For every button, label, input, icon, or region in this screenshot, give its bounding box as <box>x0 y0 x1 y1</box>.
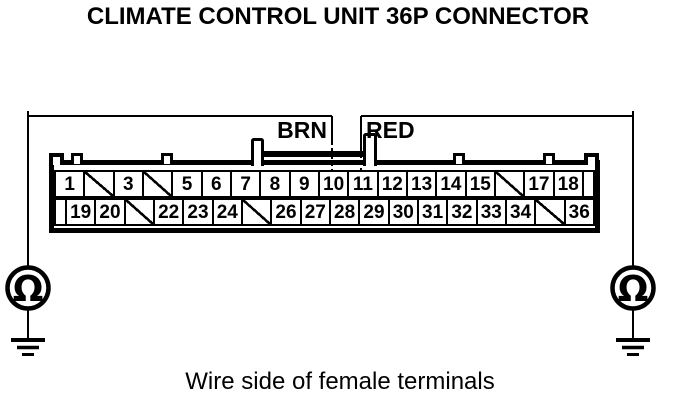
filler-cell <box>581 170 595 198</box>
pin-cell-23: 23 <box>182 198 214 226</box>
diagram-title: CLIMATE CONTROL UNIT 36P CONNECTOR <box>86 3 590 30</box>
pin-cell-33: 33 <box>475 198 507 226</box>
pin-cell-5: 5 <box>171 170 203 198</box>
pin-cell-3: 3 <box>112 170 144 198</box>
pin-cell-31: 31 <box>416 198 449 226</box>
pin-cell-24: 24 <box>211 198 243 226</box>
ohm-symbol: Ω <box>618 269 649 310</box>
pin-cell-27: 27 <box>299 198 331 226</box>
pin-cell-7: 7 <box>229 170 262 198</box>
wire-label-brn: BRN <box>277 117 327 143</box>
pin-cell-unused <box>123 198 155 226</box>
ohm-symbol: Ω <box>13 269 44 310</box>
ohmmeter-right-icon <box>610 265 656 311</box>
wire-label-red: RED <box>366 117 415 143</box>
pin-cell-13: 13 <box>405 170 438 198</box>
pin-cell-22: 22 <box>152 198 185 226</box>
pin-cell-15: 15 <box>464 170 496 198</box>
pin-cell-36: 36 <box>563 198 595 226</box>
pin-cell-11: 11 <box>347 170 379 198</box>
housing-bump-icon <box>71 153 83 164</box>
pin-cell-14: 14 <box>435 170 467 198</box>
ground-icon-right <box>616 338 650 356</box>
pin-cell-26: 26 <box>270 198 302 226</box>
pin-cell-unused <box>534 198 566 226</box>
ground-icon-left <box>11 338 45 356</box>
pin-cell-34: 34 <box>504 198 537 226</box>
pin-cell-17: 17 <box>523 170 555 198</box>
pin-cell-12: 12 <box>376 170 408 198</box>
pin-cell-1: 1 <box>54 170 86 198</box>
pin-cell-9: 9 <box>288 170 320 198</box>
pin-cell-unused <box>493 170 526 198</box>
pin-cell-20: 20 <box>94 198 126 226</box>
ohmmeter-left-icon <box>5 265 51 311</box>
housing-bump-icon <box>453 153 465 164</box>
housing-latch-bar <box>262 151 365 157</box>
housing-bump-icon <box>543 153 555 164</box>
pin-cell-32: 32 <box>446 198 478 226</box>
pin-cell-29: 29 <box>358 198 390 226</box>
housing-corner-notch-icon <box>584 153 599 165</box>
pin-cell-unused <box>83 170 115 198</box>
pin-cell-unused <box>141 170 174 198</box>
housing-post-icon <box>251 138 264 166</box>
pin-cell-unused <box>240 198 273 226</box>
pin-cell-28: 28 <box>328 198 361 226</box>
housing-bump-icon <box>161 153 173 164</box>
pin-cell-30: 30 <box>387 198 419 226</box>
housing-corner-notch-icon <box>49 153 64 165</box>
pin-cell-19: 19 <box>65 198 97 226</box>
pin-cell-10: 10 <box>317 170 350 198</box>
pin-cell-6: 6 <box>200 170 232 198</box>
diagram-caption: Wire side of female terminals <box>185 368 495 395</box>
pin-cell-8: 8 <box>259 170 291 198</box>
pin-cell-18: 18 <box>552 170 584 198</box>
